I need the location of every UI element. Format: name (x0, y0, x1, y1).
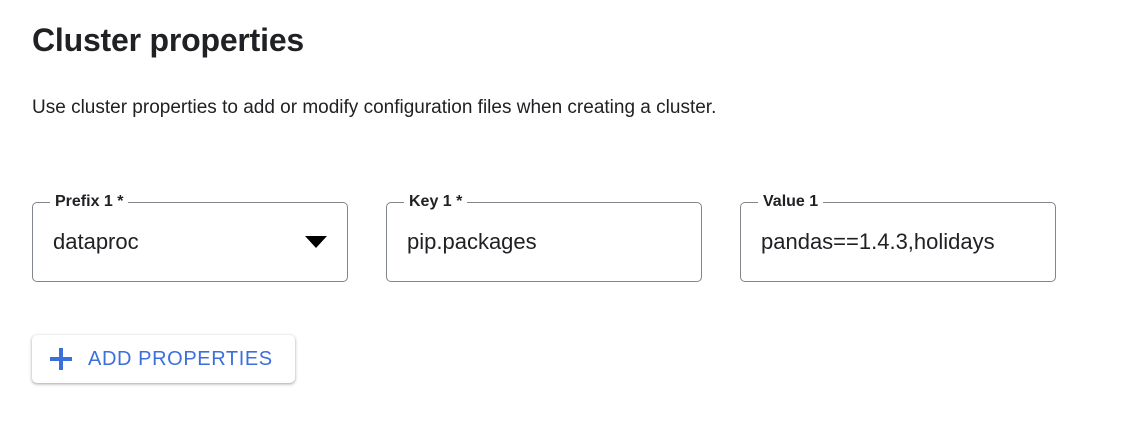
add-properties-button-label: ADD PROPERTIES (88, 348, 273, 370)
page-title: Cluster properties (32, 22, 305, 58)
plus-icon (50, 348, 72, 370)
key-field-label: Key 1 * (404, 193, 468, 211)
add-properties-button[interactable]: ADD PROPERTIES (32, 335, 295, 383)
value-input[interactable]: pandas==1.4.3,holidays (741, 220, 1055, 264)
value-input-value: pandas==1.4.3,holidays (761, 229, 995, 254)
chevron-down-icon[interactable] (305, 236, 327, 248)
prefix-select[interactable]: dataproc (33, 220, 347, 264)
properties-row: Prefix 1 * dataproc Key 1 * pip.packages… (32, 193, 1056, 282)
key-field[interactable]: Key 1 * pip.packages (386, 193, 702, 282)
value-field[interactable]: Value 1 pandas==1.4.3,holidays (740, 193, 1056, 282)
page-description: Use cluster properties to add or modify … (32, 97, 717, 118)
value-field-label: Value 1 (758, 193, 824, 211)
key-input-value: pip.packages (407, 229, 537, 254)
prefix-field[interactable]: Prefix 1 * dataproc (32, 193, 348, 282)
prefix-selected-value: dataproc (53, 229, 139, 254)
key-input[interactable]: pip.packages (387, 220, 701, 264)
prefix-field-label: Prefix 1 * (50, 193, 129, 211)
